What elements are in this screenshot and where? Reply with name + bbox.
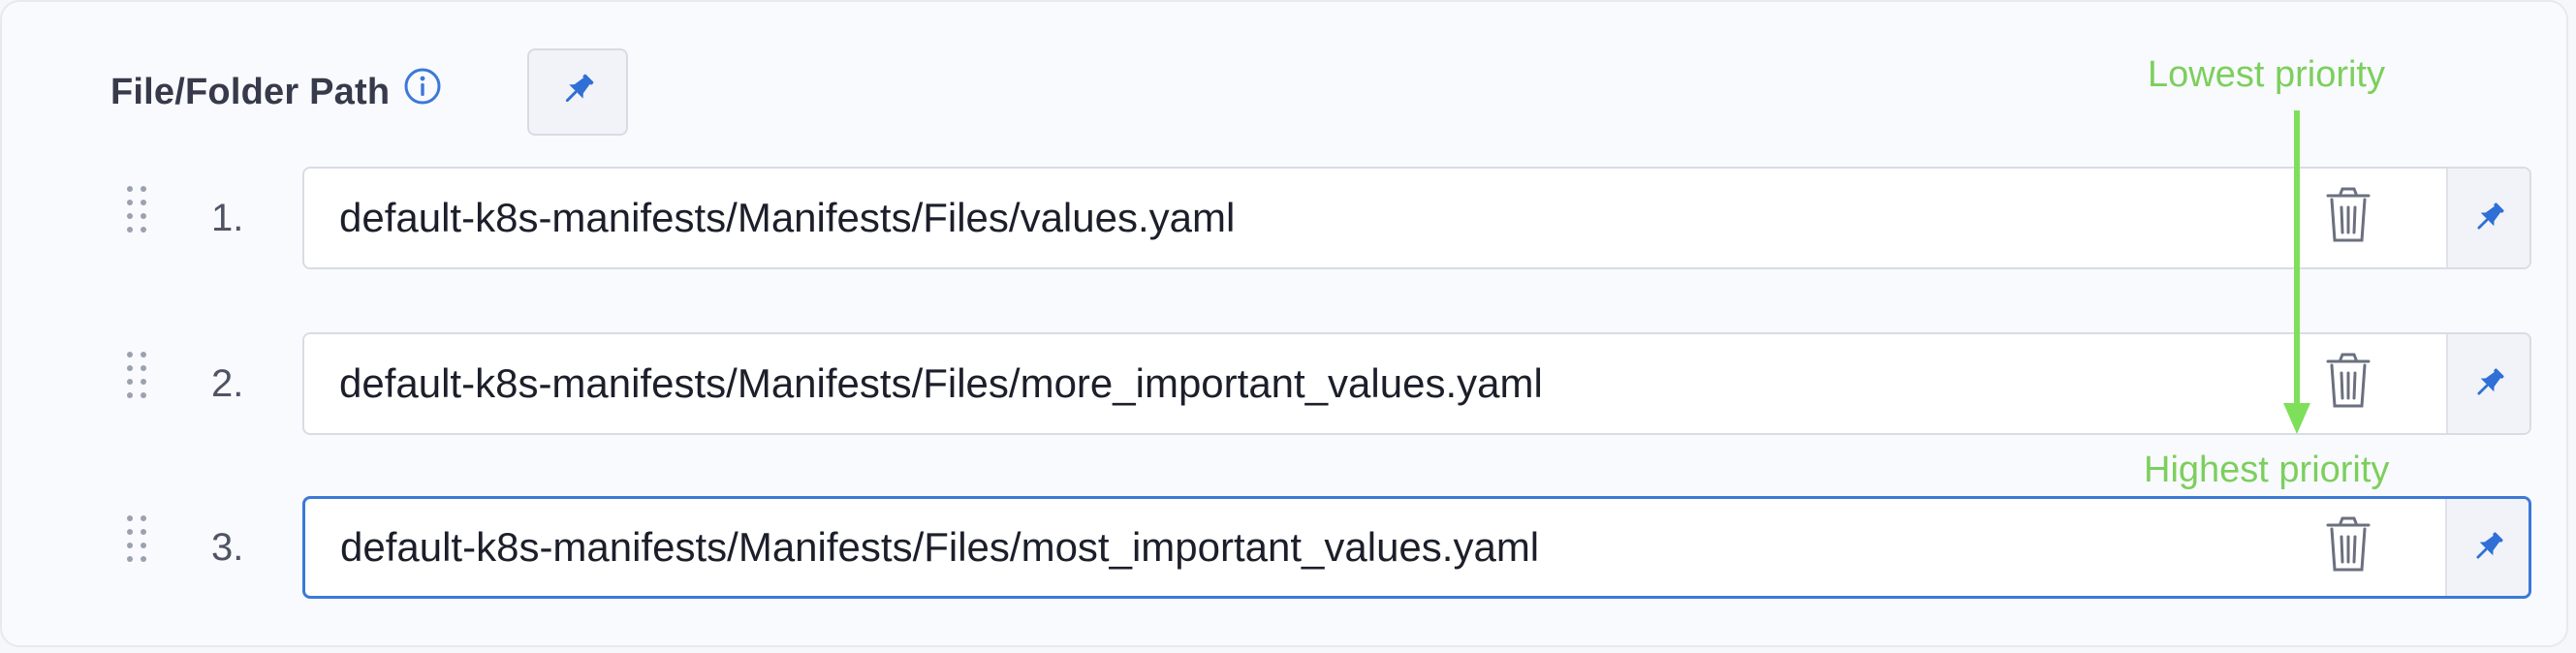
drag-handle-icon[interactable] — [124, 513, 151, 568]
drag-handle-icon[interactable] — [124, 184, 151, 238]
pin-button[interactable] — [527, 48, 628, 136]
trash-icon[interactable] — [2322, 515, 2374, 574]
section-title: File/Folder Path — [110, 71, 391, 112]
highest-priority-label: Highest priority — [2144, 450, 2390, 490]
drag-handle-icon[interactable] — [124, 350, 151, 404]
pin-icon[interactable] — [2446, 169, 2529, 267]
pin-icon[interactable] — [2445, 499, 2529, 596]
priority-arrow — [2283, 110, 2310, 434]
path-value[interactable]: default-k8s-manifests/Manifests/Files/mo… — [340, 524, 1540, 570]
path-input[interactable]: default-k8s-manifests/Manifests/Files/mo… — [302, 496, 2531, 599]
path-value[interactable]: default-k8s-manifests/Manifests/Files/mo… — [339, 360, 1543, 406]
trash-icon[interactable] — [2322, 186, 2374, 244]
section-header: File/Folder Path — [110, 48, 442, 136]
path-row-3: 3. default-k8s-manifests/Manifests/Files… — [2, 496, 2570, 599]
path-input[interactable]: default-k8s-manifests/Manifests/Files/va… — [302, 167, 2531, 269]
path-row-1: 1. default-k8s-manifests/Manifests/Files… — [2, 167, 2570, 269]
row-index: 2. — [211, 362, 244, 405]
row-index: 1. — [211, 197, 244, 239]
trash-icon[interactable] — [2322, 352, 2374, 410]
path-row-2: 2. default-k8s-manifests/Manifests/Files… — [2, 332, 2570, 435]
lowest-priority-label: Lowest priority — [2148, 54, 2385, 95]
path-input[interactable]: default-k8s-manifests/Manifests/Files/mo… — [302, 332, 2531, 435]
info-icon[interactable] — [403, 67, 442, 106]
row-index: 3. — [211, 526, 244, 569]
pin-icon[interactable] — [2446, 334, 2529, 433]
path-value[interactable]: default-k8s-manifests/Manifests/Files/va… — [339, 195, 1236, 240]
pin-icon — [556, 69, 599, 116]
